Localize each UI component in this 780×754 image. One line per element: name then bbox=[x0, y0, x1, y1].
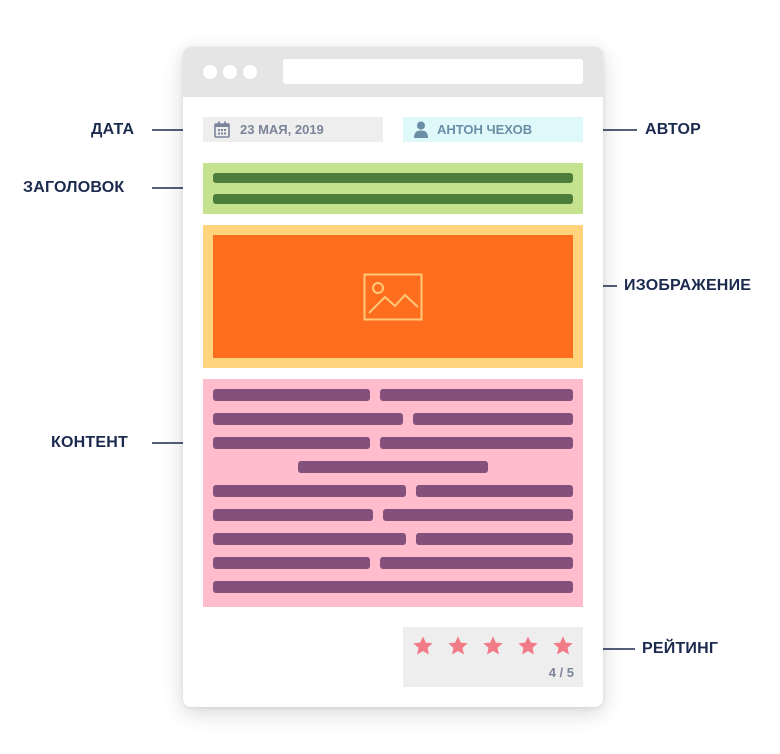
author-value: АНТОН ЧЕХОВ bbox=[437, 122, 533, 137]
rating-value: 4 / 5 bbox=[548, 665, 574, 680]
content-line bbox=[213, 509, 373, 521]
star-icon bbox=[448, 636, 468, 655]
content-line bbox=[416, 485, 573, 497]
star-icon bbox=[518, 636, 538, 655]
star-icon bbox=[483, 636, 503, 655]
star-icon bbox=[553, 636, 573, 655]
title-line bbox=[213, 173, 573, 183]
window-dot bbox=[203, 65, 217, 79]
content-line bbox=[213, 533, 406, 545]
content-line bbox=[213, 437, 370, 449]
image-block bbox=[203, 225, 583, 368]
content-line bbox=[213, 413, 403, 425]
image-area bbox=[213, 235, 573, 358]
browser-titlebar bbox=[183, 47, 603, 97]
window-dot bbox=[223, 65, 237, 79]
content-line bbox=[213, 581, 573, 593]
author-block: АНТОН ЧЕХОВ bbox=[403, 117, 583, 142]
label-title: ЗАГОЛОВОК bbox=[23, 179, 125, 196]
content-line bbox=[416, 533, 573, 545]
title-line bbox=[213, 194, 573, 204]
content-line bbox=[380, 389, 573, 401]
label-author: АВТОР bbox=[645, 121, 701, 138]
content-line bbox=[413, 413, 573, 425]
label-content: КОНТЕНТ bbox=[51, 434, 128, 451]
date-block: 23 МАЯ, 2019 bbox=[203, 117, 383, 142]
content-line bbox=[383, 509, 573, 521]
image-placeholder-icon bbox=[363, 273, 423, 321]
content-line bbox=[380, 557, 573, 569]
content-block bbox=[203, 379, 583, 607]
rating-block: 4 / 5 bbox=[403, 627, 583, 687]
address-bar bbox=[283, 59, 583, 84]
content-line bbox=[380, 437, 573, 449]
label-image: ИЗОБРАЖЕНИЕ bbox=[624, 277, 752, 294]
window-dot bbox=[243, 65, 257, 79]
content-line bbox=[213, 485, 406, 497]
star-icon bbox=[413, 636, 433, 655]
title-block bbox=[203, 163, 583, 214]
date-value: 23 МАЯ, 2019 bbox=[240, 122, 324, 137]
browser-window: 23 МАЯ, 2019 АНТОН ЧЕХОВ bbox=[183, 47, 603, 707]
label-date: ДАТА bbox=[91, 121, 135, 138]
content-line bbox=[213, 557, 370, 569]
calendar-icon bbox=[214, 121, 230, 138]
user-icon bbox=[414, 121, 428, 138]
content-line bbox=[213, 389, 370, 401]
label-rating: РЕЙТИНГ bbox=[642, 640, 719, 657]
content-line bbox=[298, 461, 488, 473]
